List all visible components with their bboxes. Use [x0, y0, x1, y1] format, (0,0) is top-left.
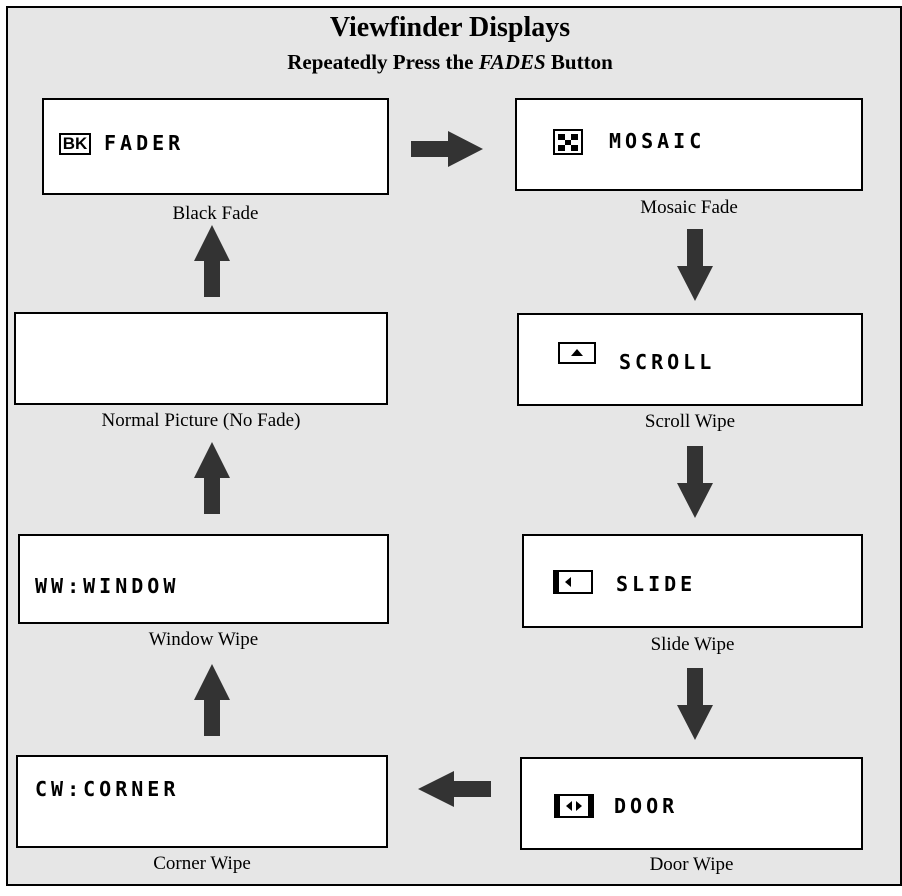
window-wipe-display: WW:WINDOW [18, 534, 389, 624]
normal-picture-display [14, 312, 388, 405]
scroll-wipe-display-text: SCROLL [619, 350, 716, 374]
slide-icon [553, 570, 593, 594]
mosaic-fade-display: MOSAIC [515, 98, 863, 191]
window-wipe-display-text: WW:WINDOW [35, 574, 180, 598]
scroll-wipe-display: SCROLL [517, 313, 863, 406]
black-fade-display: BK FADER [42, 98, 389, 195]
black-fade-icon: BK [59, 133, 91, 155]
subtitle-text-after: Button [545, 50, 613, 74]
scroll-wipe-caption: Scroll Wipe [644, 411, 736, 432]
arrow-mosaic-to-scroll [677, 229, 713, 301]
subtitle-fades-emphasis: FADES [478, 50, 546, 74]
arrow-black-to-mosaic [411, 131, 483, 167]
arrow-window-to-normal [194, 442, 230, 514]
arrow-scroll-to-slide [677, 446, 713, 518]
slide-wipe-caption: Slide Wipe [650, 634, 735, 655]
corner-wipe-display: CW:CORNER [16, 755, 388, 848]
door-wipe-caption: Door Wipe [649, 854, 734, 875]
door-icon [554, 794, 594, 818]
black-fade-caption: Black Fade [172, 203, 259, 224]
mosaic-fade-caption: Mosaic Fade [640, 197, 738, 218]
scroll-icon [558, 342, 596, 364]
door-wipe-display: DOOR [520, 757, 863, 850]
slide-wipe-display: SLIDE [522, 534, 863, 628]
door-wipe-display-text: DOOR [614, 794, 679, 818]
corner-wipe-caption: Corner Wipe [153, 853, 251, 874]
window-wipe-caption: Window Wipe [148, 629, 259, 650]
subtitle-text-before: Repeatedly Press the [287, 50, 479, 74]
normal-picture-caption: Normal Picture (No Fade) [101, 410, 301, 431]
arrow-door-to-corner [418, 771, 491, 807]
arrow-corner-to-window [194, 664, 230, 736]
black-fade-display-text: FADER [104, 131, 185, 155]
diagram-title: Viewfinder Displays [329, 12, 571, 43]
arrow-normal-to-black [194, 225, 230, 297]
diagram-subtitle: Repeatedly Press the FADES Button [0, 50, 900, 75]
arrow-slide-to-door [677, 668, 713, 740]
corner-wipe-display-text: CW:CORNER [35, 777, 180, 801]
mosaic-icon [553, 129, 583, 155]
slide-wipe-display-text: SLIDE [616, 572, 697, 596]
mosaic-fade-display-text: MOSAIC [609, 129, 706, 153]
